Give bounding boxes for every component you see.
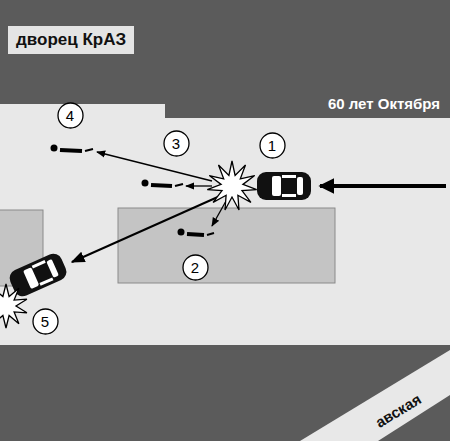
pedestrian [51,145,94,152]
side-street [300,350,450,441]
pedestrian [178,229,215,236]
callout-circle: 3 [163,130,190,157]
trajectory-arrow [186,185,212,186]
road [0,104,450,345]
callout-circle: 1 [259,132,286,159]
traffic-island [118,208,335,283]
callout-circle: 5 [32,308,59,335]
street-name: 60 лет Октября [328,95,440,112]
trajectory-arrow [72,196,220,262]
node-text: 1 [259,137,286,154]
building-box: дворец КрАЗ [8,26,134,54]
trajectory-arrow [212,201,226,226]
node-text: 2 [182,259,209,276]
callout-circle: 4 [57,102,84,129]
node-text: дворец КрАЗ [16,30,126,50]
impact-star [207,161,256,210]
trajectory-arrow [97,152,212,181]
car [257,172,311,200]
callout-circle: 2 [182,254,209,281]
node-text: 3 [163,135,190,152]
node-text: 5 [32,313,59,330]
node-text: 4 [57,107,84,124]
direction-arrow [320,184,446,188]
pedestrian [142,180,184,187]
impact-star [0,284,27,328]
